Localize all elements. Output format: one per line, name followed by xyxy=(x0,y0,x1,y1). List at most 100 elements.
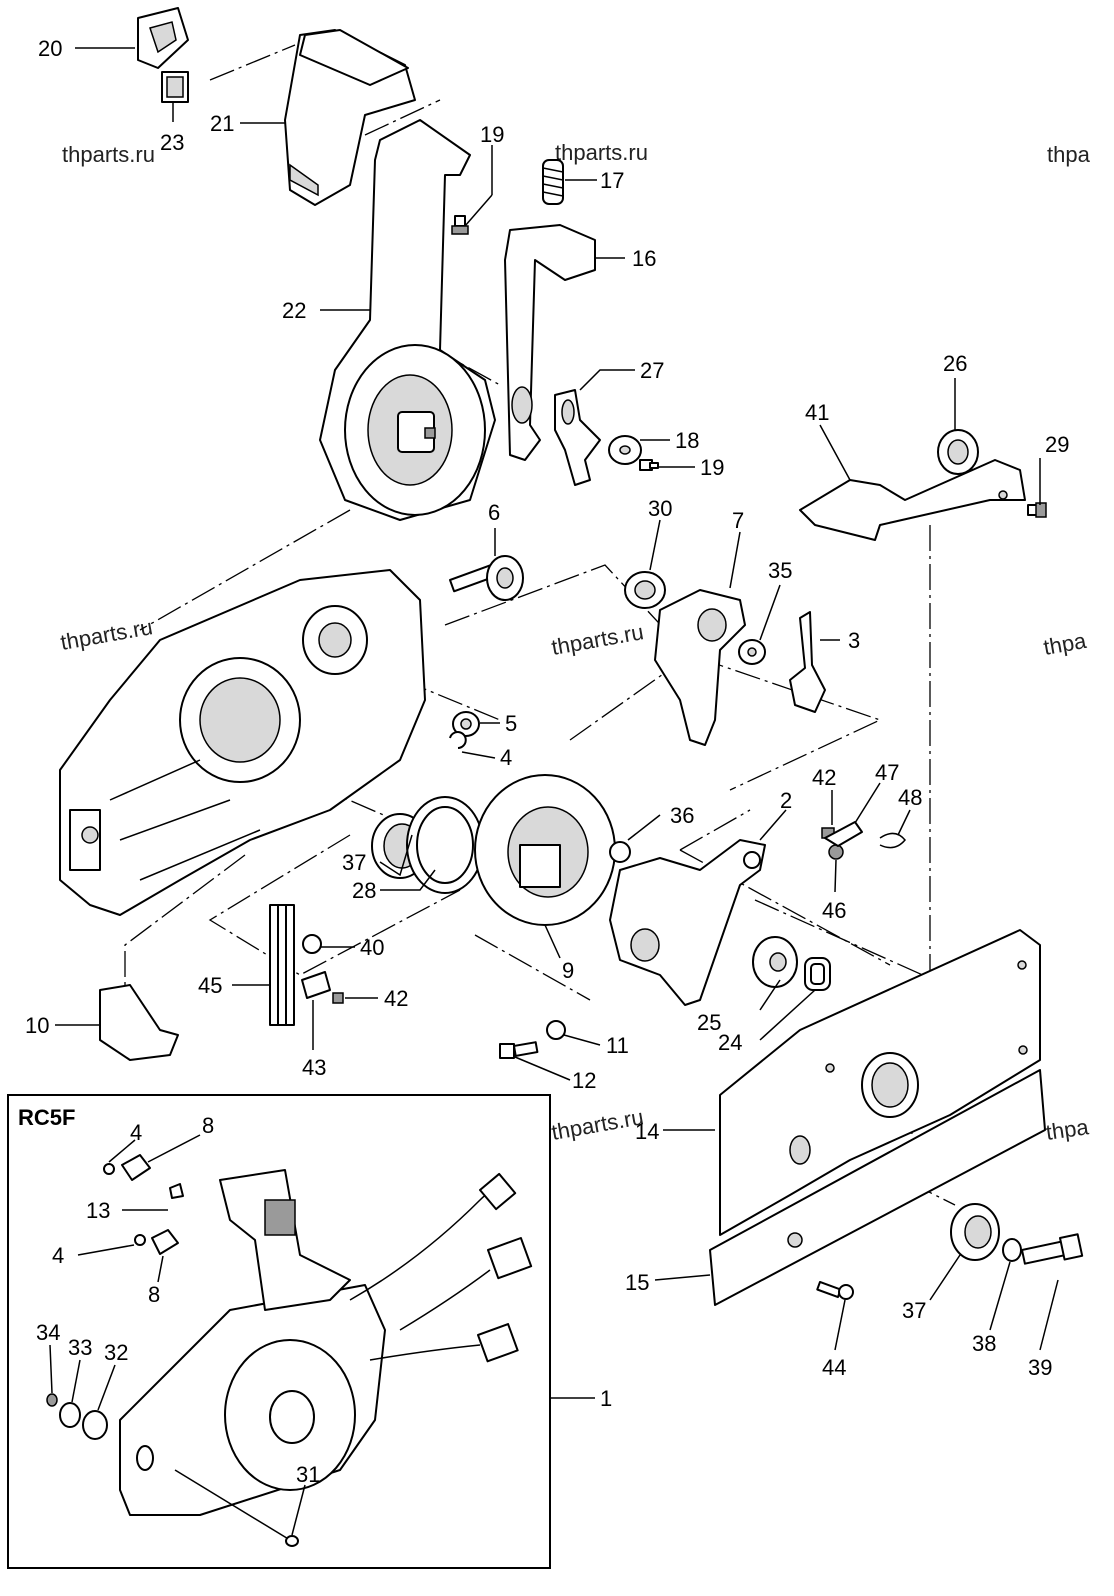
callout-28: 28 xyxy=(352,878,376,903)
callout-2: 2 xyxy=(780,788,792,813)
watermark: thpa xyxy=(1042,628,1089,660)
part-30-bushing xyxy=(624,571,666,609)
part-8-clamp xyxy=(151,1229,179,1255)
callouts: 20 23 21 19 17 16 22 27 18 19 26 41 29 6… xyxy=(25,36,1069,1487)
callout-39: 39 xyxy=(1028,1355,1052,1380)
part-40-cap xyxy=(302,934,322,954)
part-19-screw xyxy=(451,215,469,235)
part-22-lever-arm xyxy=(319,119,496,521)
callout-45: 45 xyxy=(198,973,222,998)
callout-38: 38 xyxy=(972,1331,996,1356)
part-47-pawl xyxy=(824,821,863,847)
part-36-bushing xyxy=(609,841,631,863)
callout-25: 25 xyxy=(697,1010,721,1035)
part-38-washer xyxy=(1002,1238,1022,1262)
watermark: thpa xyxy=(1047,142,1091,167)
callout-41: 41 xyxy=(805,400,829,425)
part-41-lever xyxy=(799,459,1026,541)
part-25-bushing xyxy=(752,936,798,988)
watermark: thparts.ru xyxy=(62,142,155,167)
housing-main xyxy=(59,569,426,916)
callout-40: 40 xyxy=(360,935,384,960)
part-8-clamp xyxy=(121,1154,151,1181)
callout-4: 4 xyxy=(500,745,512,770)
callout-36: 36 xyxy=(670,803,694,828)
part-33-washer xyxy=(59,1402,81,1428)
callout-7: 7 xyxy=(732,508,744,533)
part-6-shaft xyxy=(448,555,524,601)
part-37-bushing xyxy=(950,1203,1000,1261)
inset-rc5f: RC5F xyxy=(7,1094,551,1569)
part-42-screw xyxy=(332,992,344,1004)
part-4-clip xyxy=(103,1163,115,1175)
part-45-plates xyxy=(269,904,295,1026)
part-4-clip xyxy=(134,1234,146,1246)
watermark: thpa xyxy=(1044,1114,1091,1145)
part-35-washer xyxy=(738,639,766,665)
callout-22: 22 xyxy=(282,298,306,323)
callout-20: 20 xyxy=(38,36,62,61)
callout-34: 34 xyxy=(36,1320,60,1345)
part-27-plate xyxy=(554,389,601,486)
callout-35: 35 xyxy=(768,558,792,583)
part-43-plate xyxy=(301,971,331,999)
part-7-cam-plate xyxy=(654,589,746,746)
part-14-side-plate xyxy=(719,929,1041,1236)
callout-19: 19 xyxy=(700,455,724,480)
part-31-bolt-head xyxy=(285,1535,299,1547)
watermark: thparts.ru xyxy=(550,1104,646,1145)
callout-37: 37 xyxy=(342,850,366,875)
callout-10: 10 xyxy=(25,1013,49,1038)
callout-15: 15 xyxy=(625,1270,649,1295)
part-3-lever xyxy=(789,611,826,713)
callout-30: 30 xyxy=(648,496,672,521)
part-12-bolt xyxy=(499,1041,539,1059)
part-2-linkage xyxy=(609,839,766,1006)
callout-3: 3 xyxy=(848,628,860,653)
part-10-cover xyxy=(99,984,179,1061)
part-13-clip xyxy=(169,1183,184,1199)
callout-33: 33 xyxy=(68,1335,92,1360)
part-26-bushing xyxy=(937,429,979,475)
part-29-screw xyxy=(1027,502,1047,518)
callout-32: 32 xyxy=(104,1340,128,1365)
part-9-gear-housing xyxy=(474,774,616,926)
part-17-spring xyxy=(542,159,564,205)
watermark: thparts.ru xyxy=(550,619,646,660)
callout-12: 12 xyxy=(572,1068,596,1093)
part-20-cap xyxy=(137,7,189,69)
callout-17: 17 xyxy=(600,168,624,193)
callout-47: 47 xyxy=(875,760,899,785)
part-31-bolt xyxy=(174,1469,291,1541)
part-24-ring xyxy=(804,957,831,991)
callout-1: 1 xyxy=(600,1386,612,1411)
part-5-washer xyxy=(452,711,480,737)
callout-6: 6 xyxy=(488,500,500,525)
callout-23: 23 xyxy=(160,130,184,155)
inset-border xyxy=(7,1094,551,1569)
watermark: thparts.ru xyxy=(59,614,155,655)
part-18-washer xyxy=(608,435,642,465)
part-28-gasket xyxy=(406,796,484,894)
inset-title: RC5F xyxy=(18,1105,75,1130)
callout-46: 46 xyxy=(822,898,846,923)
callout-8: 8 xyxy=(202,1113,214,1138)
part-44-screw xyxy=(816,1280,854,1300)
part-32-bushing xyxy=(82,1410,108,1440)
part-4-clip xyxy=(449,731,467,749)
callout-5: 5 xyxy=(505,711,517,736)
callout-4: 4 xyxy=(130,1120,142,1145)
callout-24: 24 xyxy=(718,1030,742,1055)
watermark: thparts.ru xyxy=(555,140,648,165)
callout-8: 8 xyxy=(148,1282,160,1307)
callout-43: 43 xyxy=(302,1055,326,1080)
callout-13: 13 xyxy=(86,1198,110,1223)
callout-9: 9 xyxy=(562,958,574,983)
callout-44: 44 xyxy=(822,1355,846,1380)
callout-14: 14 xyxy=(635,1119,659,1144)
callout-37: 37 xyxy=(902,1298,926,1323)
callout-26: 26 xyxy=(943,351,967,376)
callout-18: 18 xyxy=(675,428,699,453)
callout-19: 19 xyxy=(480,122,504,147)
part-46-nut xyxy=(828,844,844,860)
